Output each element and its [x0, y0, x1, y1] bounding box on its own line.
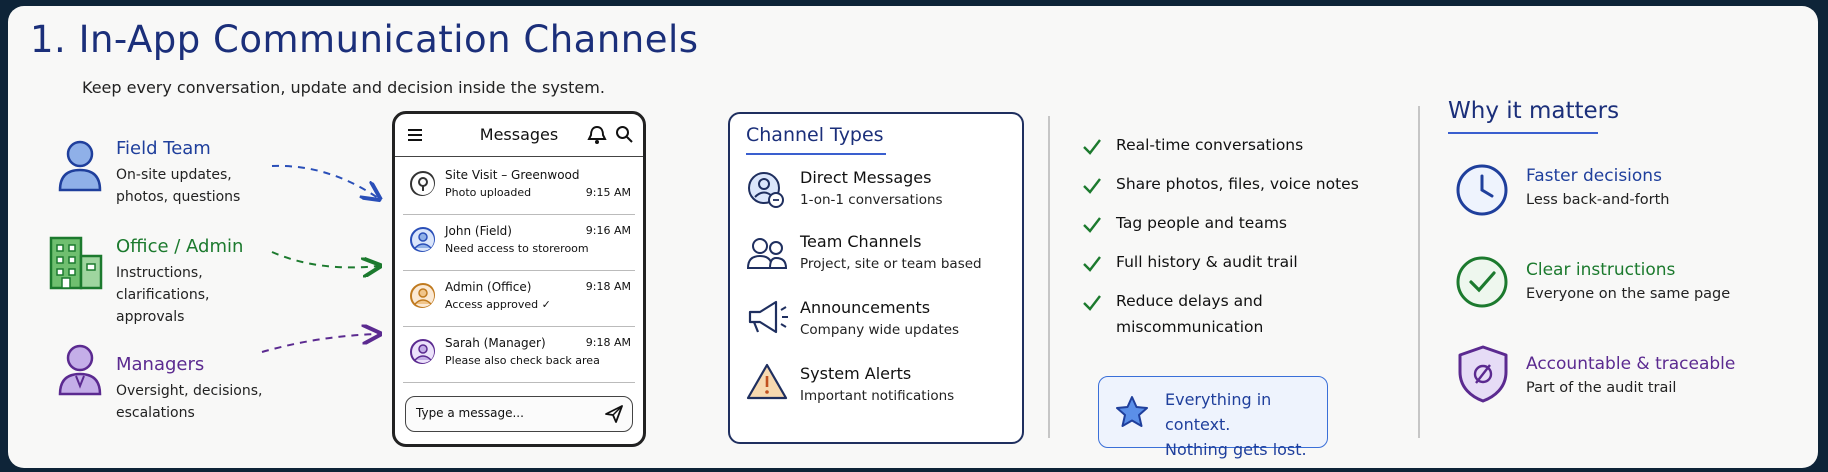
context-note: Everything in context. Nothing gets lost… [1098, 376, 1328, 459]
actor-desc-line: approvals [116, 309, 185, 325]
actor-arrows [261, 164, 388, 353]
manager-person-icon [58, 344, 102, 396]
check-icon [1083, 139, 1101, 155]
message-sender: Sarah (Manager) [445, 336, 546, 350]
channel-name: Direct Messages [800, 168, 932, 187]
context-line: Everything in context. [1165, 390, 1272, 434]
actor-desc-line: Oversight, decisions, [116, 383, 263, 399]
avatar [410, 339, 435, 364]
message-time: 9:16 AM [585, 224, 631, 237]
context-note-text: Everything in context. Nothing gets lost… [1165, 387, 1327, 462]
message-time: 9:15 AM [585, 186, 631, 199]
star-icon [1116, 396, 1148, 427]
benefit-line: Reduce delays and [1116, 292, 1263, 310]
megaphone-icon [748, 300, 788, 334]
channel-desc: Project, site or team based [800, 256, 982, 272]
context-line: Nothing gets lost. [1165, 440, 1307, 459]
why-underline [1448, 132, 1598, 134]
arrow-manager-to-phone [261, 334, 378, 353]
message-preview: Need access to storeroom [445, 242, 589, 255]
channel-desc: Important notifications [800, 388, 955, 404]
phone-header: Messages [395, 114, 643, 157]
search-icon[interactable] [615, 125, 633, 143]
send-icon[interactable] [604, 404, 624, 424]
channel-name: System Alerts [800, 364, 912, 383]
message-time: 9:18 AM [585, 280, 631, 293]
message-preview: Photo uploaded [445, 186, 532, 199]
channel-desc: Company wide updates [800, 322, 960, 338]
actor-office-admin-name: Office / Admin [116, 236, 244, 257]
actor-field-team-desc: On-site updates, photos, questions [116, 164, 240, 208]
message-row[interactable]: Admin (Office) Access approved ✓ 9:18 AM [403, 270, 635, 327]
avatar [410, 227, 435, 252]
message-sender: John (Field) [445, 224, 512, 238]
warning-icon [746, 363, 788, 400]
benefit-item: Share photos, files, voice notes [1116, 175, 1359, 193]
check-icon [1083, 217, 1101, 233]
phone-title: Messages [479, 125, 559, 144]
office-building-icon [49, 236, 103, 290]
channel-desc: 1-on-1 conversations [800, 192, 943, 208]
arrow-office-to-phone [271, 251, 378, 267]
message-input[interactable]: Type a message... [405, 396, 633, 432]
benefit-line: miscommunication [1116, 318, 1264, 336]
benefit-item: Full history & audit trail [1116, 253, 1298, 271]
message-preview: Access approved ✓ [445, 298, 551, 311]
divider [1048, 116, 1050, 438]
message-sender: Site Visit – Greenwood [445, 168, 580, 182]
why-title: Why it matters [1448, 98, 1620, 124]
avatar [410, 283, 435, 308]
message-input-placeholder: Type a message... [416, 406, 524, 420]
location-pin-avatar-icon [410, 171, 435, 196]
actor-office-admin-desc: Instructions, clarifications, approvals [116, 262, 209, 328]
clock-icon [1456, 164, 1508, 216]
actor-managers-name: Managers [116, 354, 205, 375]
why-item-desc: Part of the audit trail [1526, 380, 1677, 396]
channel-types-underline [746, 153, 886, 155]
why-item-name: Clear instructions [1526, 260, 1676, 280]
channel-name: Announcements [800, 298, 931, 317]
check-icon [1083, 256, 1101, 272]
arrow-field-to-phone [271, 164, 378, 198]
field-team-person-icon [58, 140, 102, 192]
direct-message-icon [748, 172, 784, 208]
actor-desc-line: On-site updates, [116, 167, 232, 183]
page-title: 1. In-App Communication Channels [30, 18, 699, 61]
benefit-item: Tag people and teams [1116, 214, 1288, 232]
message-row[interactable]: Sarah (Manager) Please also check back a… [403, 326, 635, 383]
why-item-desc: Less back-and-forth [1526, 192, 1670, 208]
actor-desc-line: escalations [116, 405, 195, 421]
why-item-name: Accountable & traceable [1526, 354, 1736, 374]
infographic-card: 1. In-App Communication Channels Keep ev… [8, 6, 1818, 468]
why-item-name: Faster decisions [1526, 166, 1662, 186]
check-icon [1083, 295, 1101, 311]
menu-icon[interactable] [407, 128, 423, 142]
check-icon [1083, 178, 1101, 194]
message-preview: Please also check back area [445, 354, 600, 367]
channel-types-box: Channel Types Direct Messages 1-on-1 con… [728, 112, 1024, 444]
check-circle-icon [1456, 256, 1508, 308]
benefit-item: Real-time conversations [1116, 136, 1304, 154]
message-row[interactable]: Site Visit – Greenwood Photo uploaded 9:… [403, 158, 635, 215]
message-sender: Admin (Office) [445, 280, 532, 294]
actor-managers-desc: Oversight, decisions, escalations [116, 380, 262, 424]
message-time: 9:18 AM [585, 336, 631, 349]
actor-field-team-name: Field Team [116, 138, 211, 159]
channel-name: Team Channels [800, 232, 922, 251]
phone-mockup: Messages Site Visit – Greenwood Photo up… [392, 111, 646, 447]
benefit-item: Reduce delays and miscommunication [1116, 288, 1263, 340]
page-subtitle: Keep every conversation, update and deci… [82, 78, 605, 97]
notification-bell-icon[interactable] [587, 125, 607, 145]
actor-desc-line: clarifications, [116, 287, 210, 303]
channel-types-title: Channel Types [746, 124, 884, 146]
why-item-desc: Everyone on the same page [1526, 286, 1731, 302]
divider [1418, 106, 1420, 438]
actor-desc-line: Instructions, [116, 265, 203, 281]
actor-desc-line: photos, questions [116, 189, 241, 205]
shield-icon [1458, 345, 1508, 403]
message-row[interactable]: John (Field) Need access to storeroom 9:… [403, 214, 635, 271]
team-icon [746, 238, 788, 269]
